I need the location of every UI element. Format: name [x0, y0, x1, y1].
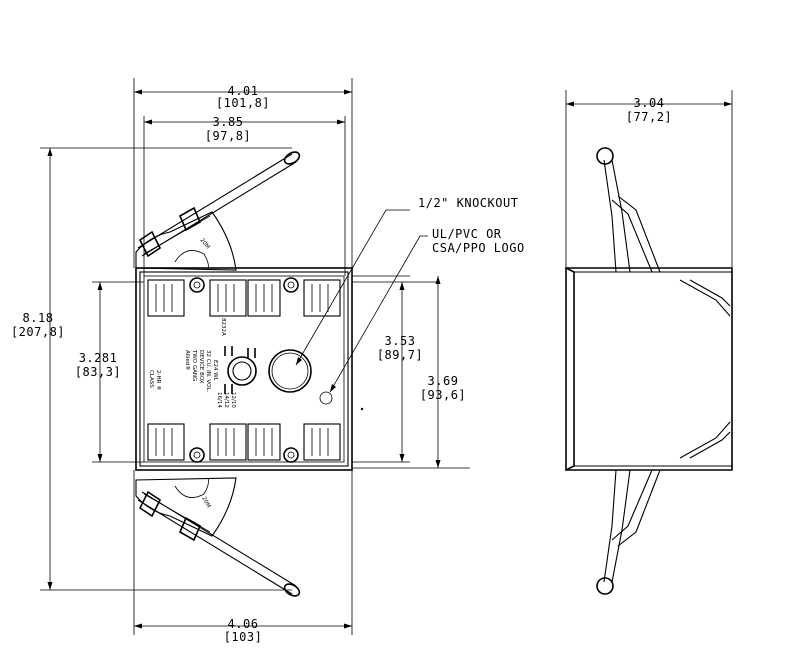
- front-dimensions: 4.01 [101,8] 3.85 [97,8] 8.18 [207,8] 3.…: [11, 78, 470, 644]
- marking-part-no: 8232A: [220, 318, 226, 336]
- half-inch-knockout-icon: [268, 349, 312, 393]
- callouts: 1/2" KNOCKOUT UL/PVC OR CSA/PPO LOGO: [295, 196, 525, 393]
- screw-boss-icon: [189, 447, 205, 463]
- dim-overall-height-mm: [207,8]: [11, 325, 65, 339]
- dim-right-inner-height: 3.53: [385, 334, 416, 348]
- box-markings: CLASS 2-HR ®: [148, 370, 162, 391]
- logo-callout-line2: CSA/PPO LOGO: [432, 241, 525, 255]
- marking-brand: Allied®: [184, 350, 191, 371]
- dim-left-inner-height-mm: [83,3]: [75, 365, 121, 379]
- screw-boss-icon: [283, 277, 299, 293]
- box-body: CLASS 2-HR ® Allied® TWO GANG DEVICE BOX…: [135, 267, 353, 471]
- bottom-screw-head-icon: [596, 577, 614, 595]
- bracket-bottom-mark: 20M: [200, 496, 211, 509]
- screw-boss-icon: [283, 447, 299, 463]
- dim-side-depth-mm: [77,2]: [626, 110, 672, 124]
- dim-right-inner-height-mm: [89,7]: [377, 348, 423, 362]
- front-view: 20M 20M: [135, 151, 353, 597]
- bottom-clamps: [147, 423, 341, 461]
- top-mounting-bracket: 20M: [135, 151, 301, 271]
- top-screw-head-icon: [596, 147, 614, 165]
- dim-side-depth: 3.04: [634, 96, 665, 110]
- dim-right-outer-height: 3.69: [428, 374, 459, 388]
- bracket-top-mark: 20M: [198, 237, 210, 250]
- logo-callout-line1: UL/PVC OR: [432, 227, 502, 241]
- dim-left-inner-height: 3.281: [79, 351, 118, 365]
- dim-bottom-width-mm: [103]: [224, 630, 263, 644]
- marking-line1: TWO GANG: [191, 349, 197, 381]
- dim-top-inner: 3.85: [213, 115, 244, 129]
- marking-gauge-3: 12/10: [230, 392, 236, 408]
- marking-line4: E24 WL: [212, 360, 218, 382]
- logo-mark-icon: [319, 391, 333, 405]
- marking-class-rating: 2-HR ®: [155, 370, 162, 391]
- side-view: 3.04 [77,2]: [565, 90, 733, 595]
- marking-line2: DEVICE BOX: [198, 350, 204, 384]
- marking-gauge-2: 14/12: [223, 392, 229, 408]
- marking-line3: 32 CU. IN. VOL.: [205, 350, 211, 392]
- center-knockout-icon: [227, 356, 257, 386]
- bottom-mounting-bracket: 20M: [135, 477, 301, 597]
- dot-mark: [360, 407, 364, 411]
- dim-right-outer-height-mm: [93,6]: [420, 388, 466, 402]
- top-clamps: [147, 279, 341, 317]
- marking-gauge-1: 16/14: [216, 392, 222, 408]
- marking-class: CLASS: [148, 370, 154, 388]
- dim-top-outer-mm: [101,8]: [216, 96, 270, 110]
- dim-bottom-width: 4.06: [228, 617, 259, 631]
- dim-top-inner-mm: [97,8]: [205, 129, 251, 143]
- dim-overall-height: 8.18: [23, 311, 54, 325]
- screw-boss-icon: [189, 277, 205, 293]
- knockout-callout: 1/2" KNOCKOUT: [418, 196, 518, 210]
- dim-top-outer: 4.01: [228, 84, 259, 98]
